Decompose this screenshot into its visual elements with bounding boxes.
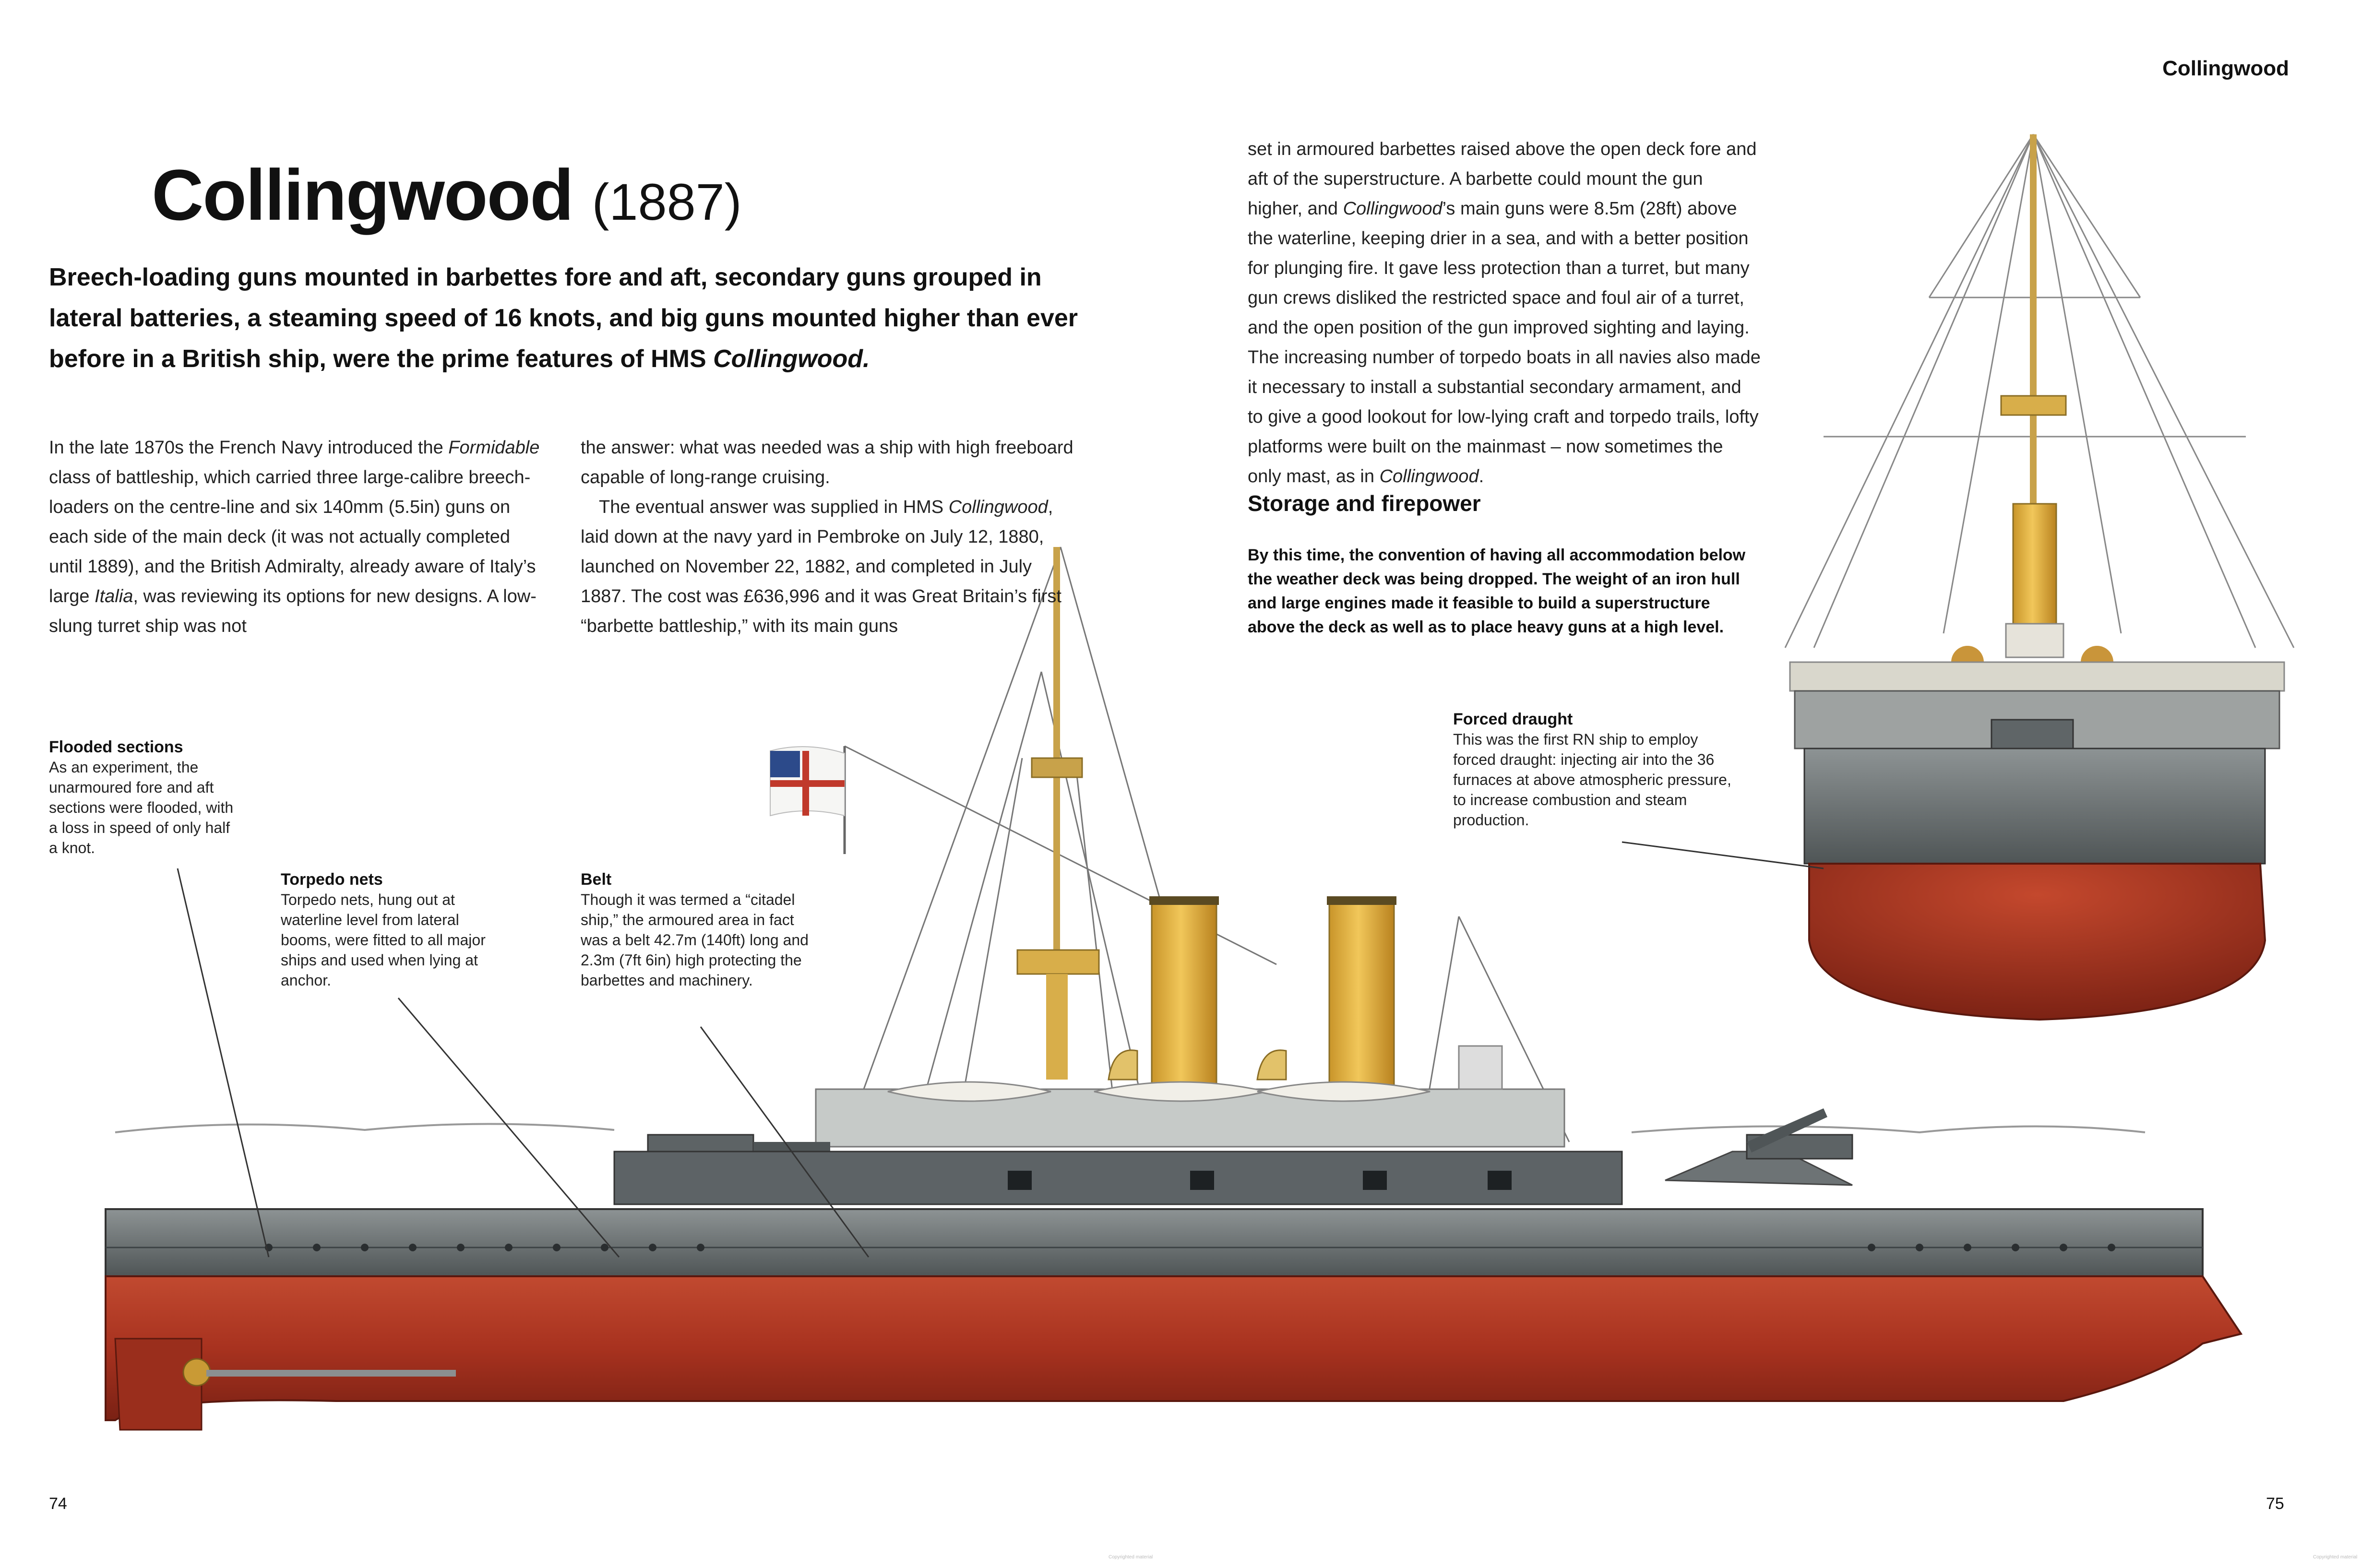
col1-paragraph: In the late 1870s the French Navy introd…	[49, 433, 543, 641]
callout-title: Belt	[581, 870, 612, 889]
body-column-1: In the late 1870s the French Navy introd…	[49, 433, 543, 641]
callout-text: Torpedo nets, hung out at waterline leve…	[281, 891, 486, 989]
col1-italic-italia: Italia	[95, 586, 133, 606]
page-number-right: 75	[2266, 1495, 2284, 1513]
col2-text-c: , laid down at the navy yard in Pembroke…	[581, 497, 1061, 636]
col3-text-a: set in armoured barbettes raised above t…	[1248, 139, 1757, 219]
title-year: (1887)	[592, 173, 742, 231]
running-head: Collingwood	[2162, 57, 2289, 80]
callout-forced-draught: Forced draught This was the first RN shi…	[1453, 709, 1741, 830]
callout-title: Flooded sections	[49, 738, 183, 756]
intro-ship-name: Collingwood.	[713, 345, 870, 373]
callout-torpedo-nets: Torpedo nets Torpedo nets, hung out at w…	[281, 869, 492, 990]
intro-standfirst: Breech-loading guns mounted in barbettes…	[49, 257, 1081, 380]
section-bold-paragraph: By this time, the convention of having a…	[1248, 546, 1746, 636]
page-title: Collingwood (1887)	[152, 154, 742, 237]
col1-text-c: class of battleship, which carried three…	[49, 467, 536, 606]
page-number-left: 74	[49, 1495, 67, 1513]
col1-text-e: , was reviewing its options for new desi…	[49, 586, 537, 636]
col2-paragraph-1: the answer: what was needed was a ship w…	[581, 438, 1073, 487]
callout-belt: Belt Though it was termed a “citadel shi…	[581, 869, 811, 990]
col1-italic-formidable: Formidable	[448, 438, 540, 458]
col2-italic-collingwood: Collingwood	[948, 497, 1048, 517]
col3-paragraph: set in armoured barbettes raised above t…	[1248, 134, 1761, 491]
col3-italic-collingwood-1: Collingwood	[1343, 199, 1443, 219]
copyright-mark-right: Copyrighted material	[2313, 1555, 2358, 1560]
callout-leader-lines	[177, 841, 1824, 1258]
callout-flooded-sections: Flooded sections As an experiment, the u…	[49, 737, 241, 858]
body-column-2: the answer: what was needed was a ship w…	[581, 433, 1075, 641]
col3-text-e: .	[1479, 466, 1484, 487]
callout-title: Torpedo nets	[281, 870, 383, 889]
col2-text-a: The eventual answer was supplied in HMS	[599, 497, 949, 517]
callout-text: As an experiment, the unarmoured fore an…	[49, 759, 234, 856]
bow-view-ship	[1784, 134, 2295, 1021]
callout-title: Forced draught	[1453, 710, 1573, 728]
section-subhead: Storage and firepower	[1248, 491, 1481, 516]
col1-text-a: In the late 1870s the French Navy introd…	[49, 438, 449, 458]
title-ship-name: Collingwood	[152, 154, 574, 235]
body-column-3: set in armoured barbettes raised above t…	[1248, 134, 1761, 491]
callout-text: Though it was termed a “citadel ship,” t…	[581, 891, 809, 989]
side-profile-ship	[105, 546, 2243, 1431]
col3-italic-collingwood-2: Collingwood	[1379, 466, 1479, 487]
callout-text: This was the first RN ship to employ for…	[1453, 731, 1731, 829]
col2-paragraph-2: The eventual answer was supplied in HMS …	[581, 492, 1075, 641]
col3-text-c: ’s main guns were 8.5m (28ft) above the …	[1248, 199, 1761, 487]
copyright-mark-left: Copyrighted material	[1109, 1555, 1153, 1560]
intro-text: Breech-loading guns mounted in barbettes…	[49, 263, 1078, 373]
